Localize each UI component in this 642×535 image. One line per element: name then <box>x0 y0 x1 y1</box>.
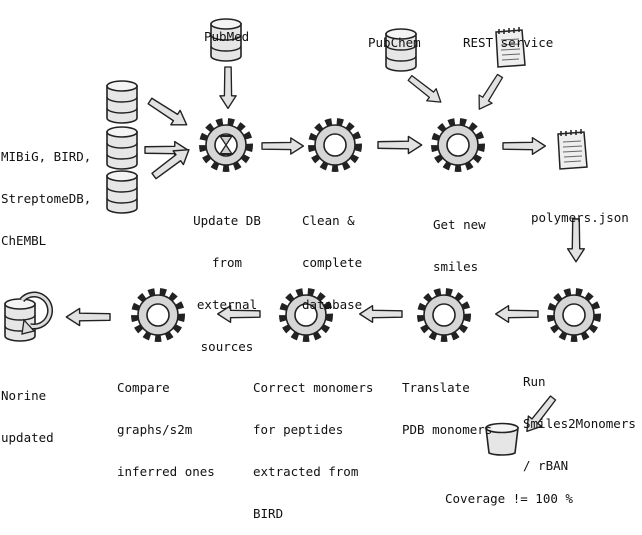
gear-icon <box>435 122 481 168</box>
label-sources: MIBiG, BIRD, StreptomeDB, ChEMBL <box>1 149 92 248</box>
database-icon <box>106 80 138 124</box>
label-clean-database: Clean & complete database <box>302 213 363 312</box>
label-polymers-json: polymers.json <box>531 210 629 225</box>
bucket-icon <box>485 422 519 456</box>
label-get-new-smiles: Get new smiles <box>433 217 486 274</box>
arrow-icon <box>144 93 193 133</box>
label-run-smiles2monomers: Run Smiles2Monomers / rBAN <box>523 374 636 473</box>
label-norine-updated: Norine updated <box>1 388 54 445</box>
label-update-db: Update DB from external sources <box>193 213 261 354</box>
gear-icon <box>135 292 181 338</box>
database-icon <box>106 126 138 170</box>
arrow-icon <box>261 137 305 155</box>
arrow-icon <box>65 307 111 327</box>
arrow-icon <box>377 135 423 155</box>
document-icon <box>557 128 588 170</box>
label-pubmed: PubMed <box>204 29 250 44</box>
database-refresh-icon <box>4 291 54 342</box>
arrow-icon <box>358 305 403 323</box>
label-correct-monomers: Correct monomers for peptides extracted … <box>253 380 374 521</box>
arrow-icon <box>472 71 508 114</box>
database-icon <box>106 170 138 214</box>
label-pubchem: PubChem <box>368 35 421 50</box>
arrow-icon <box>502 137 547 155</box>
arrow-icon <box>404 71 447 109</box>
arrow-icon <box>494 305 539 323</box>
label-rest-service: REST service <box>463 35 554 50</box>
workflow-diagram <box>4 18 642 456</box>
gear-icon <box>312 122 358 168</box>
label-translate-pdb: Translate PDB monomers <box>402 380 493 437</box>
gear-icon <box>421 292 467 338</box>
arrow-icon <box>219 66 237 110</box>
label-coverage: Coverage != 100 % <box>445 491 573 506</box>
label-compare-graphs: Compare graphs/s2m inferred ones <box>117 380 215 479</box>
hourglass-icon <box>218 135 234 155</box>
gear-icon <box>551 292 597 338</box>
